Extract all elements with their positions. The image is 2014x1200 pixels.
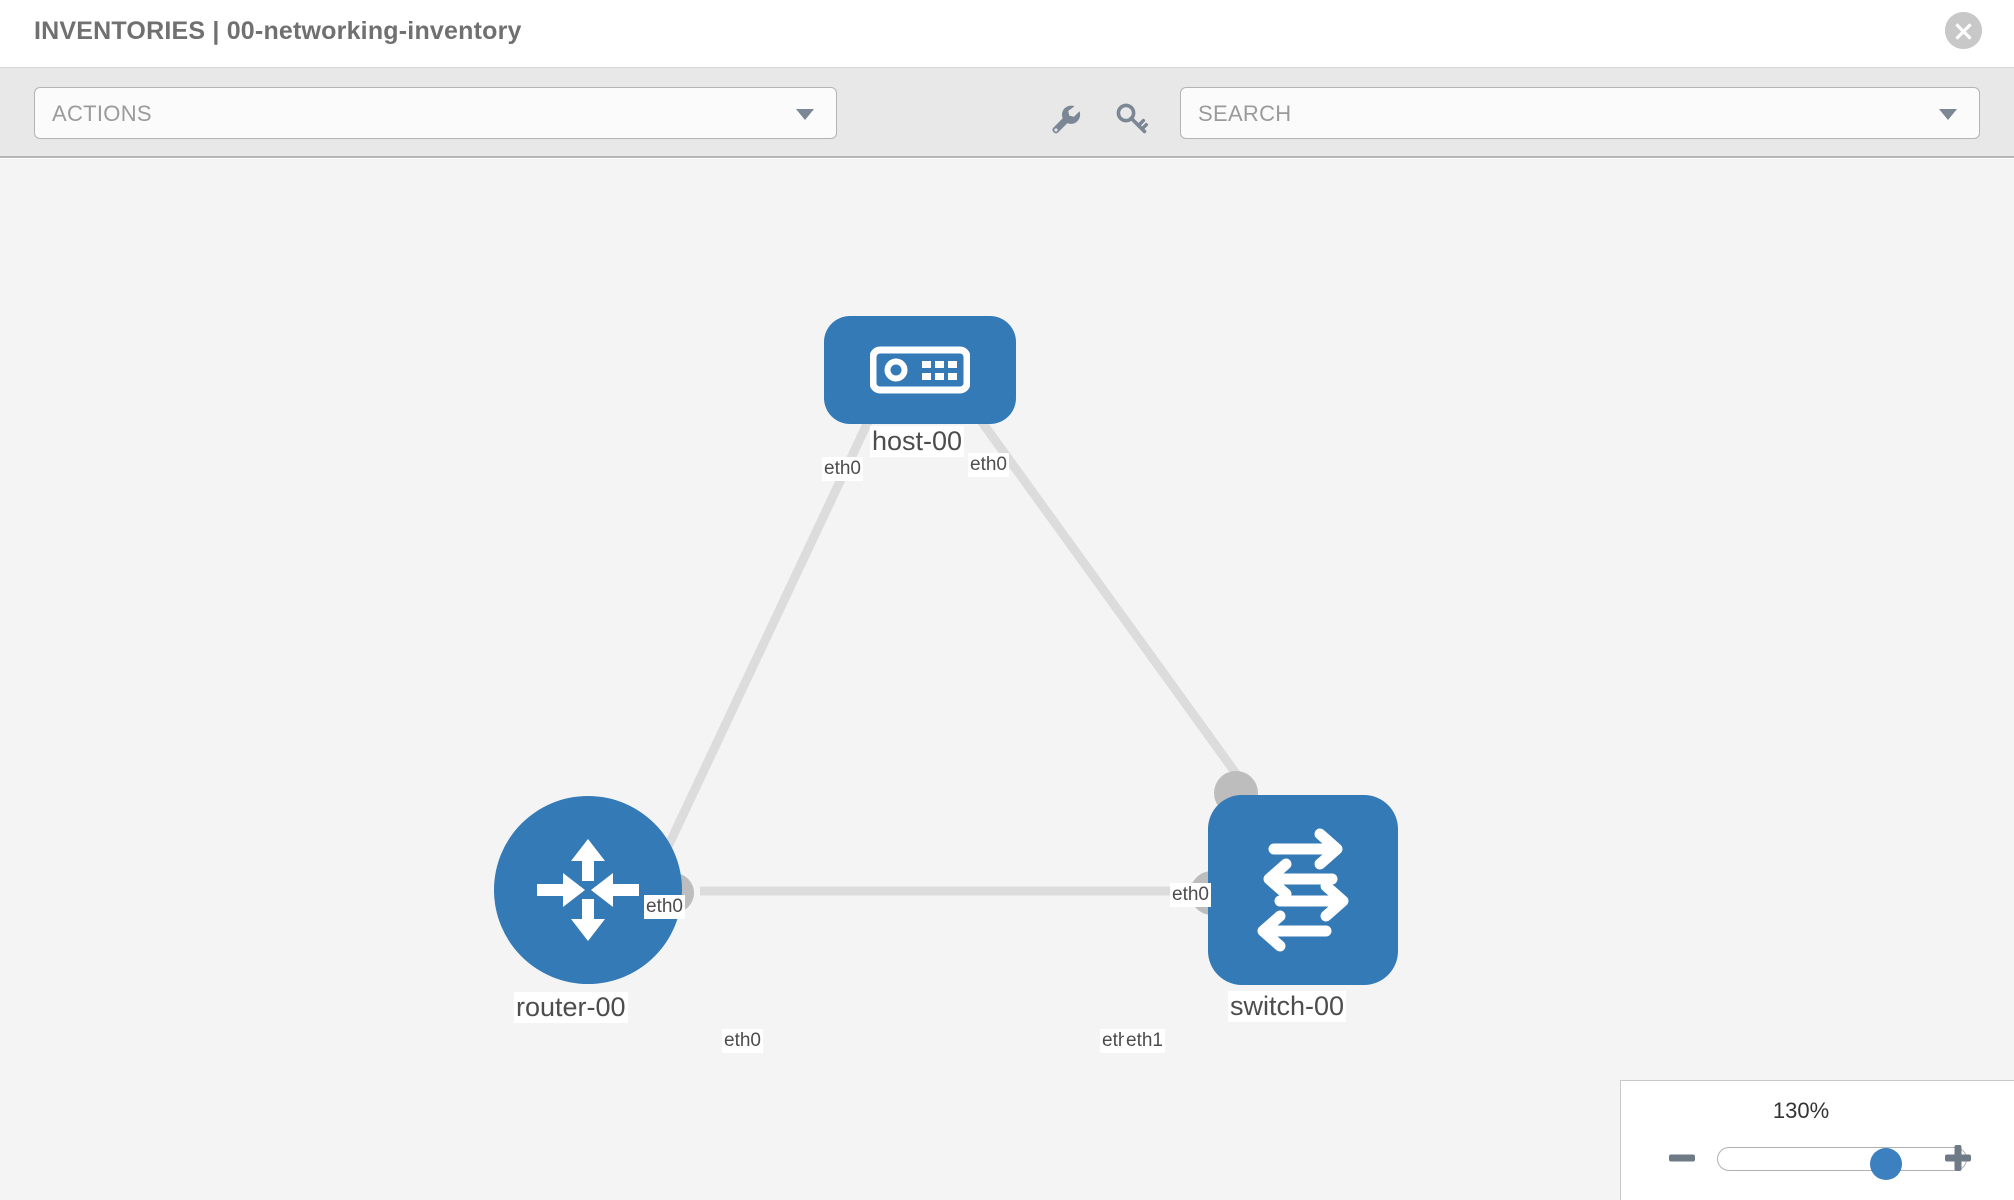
zoom-slider-row [1621, 1139, 2014, 1183]
key-icon[interactable] [1115, 102, 1149, 136]
server-icon [870, 346, 970, 394]
router-arrows-icon [537, 839, 639, 941]
page-header: INVENTORIES | 00-networking-inventory [0, 0, 2014, 68]
search-placeholder: SEARCH [1198, 101, 1292, 126]
switch-arrows-icon [1257, 828, 1349, 952]
search-input[interactable]: SEARCH [1180, 87, 1980, 139]
zoom-level-value: 130% [1772, 1098, 1830, 1123]
edge-label-router-eth0-uplink: eth0 [644, 895, 685, 919]
actions-dropdown-label: ACTIONS [52, 101, 152, 126]
switch-node-label: switch-00 [1228, 991, 1347, 1022]
router-node-shape[interactable] [494, 796, 682, 984]
host-node-label: host-00 [870, 426, 965, 457]
toolbar: ACTIONS SEARCH [0, 68, 2014, 158]
wrench-icon[interactable] [1048, 102, 1082, 136]
edge-label-router-eth0: eth0 [722, 1029, 763, 1053]
zoom-slider-thumb[interactable] [1870, 1148, 1902, 1180]
close-icon[interactable] [1945, 12, 1982, 49]
switch-node-shape[interactable] [1208, 795, 1398, 985]
chevron-down-icon[interactable] [1939, 109, 1957, 120]
host-node-shape[interactable] [824, 316, 1016, 424]
edge-label-switch-eth0-uplink: eth0 [1170, 883, 1211, 907]
zoom-slider[interactable] [1717, 1147, 1967, 1180]
plus-icon[interactable] [1941, 1141, 1975, 1175]
page-title: INVENTORIES | 00-networking-inventory [34, 17, 522, 45]
zoom-control-panel: 130% [1620, 1080, 2014, 1200]
edge-label-host-eth0-left: eth0 [822, 457, 863, 481]
minus-icon[interactable] [1665, 1141, 1699, 1175]
topology-node-router-00[interactable]: router-00 [494, 796, 694, 1023]
topology-node-switch-00[interactable]: switch-00 [1190, 771, 1400, 1022]
actions-dropdown[interactable]: ACTIONS [34, 87, 837, 139]
edge-label-switch-eth1: eth1 [1124, 1029, 1165, 1053]
edge-label-host-eth0-right: eth0 [968, 453, 1009, 477]
topology-canvas[interactable]: host-00 eth0 eth0 [0, 159, 2014, 1200]
router-node-label: router-00 [514, 992, 628, 1023]
chevron-down-icon[interactable] [796, 109, 814, 120]
topology-node-host-00[interactable]: host-00 [824, 316, 1016, 457]
